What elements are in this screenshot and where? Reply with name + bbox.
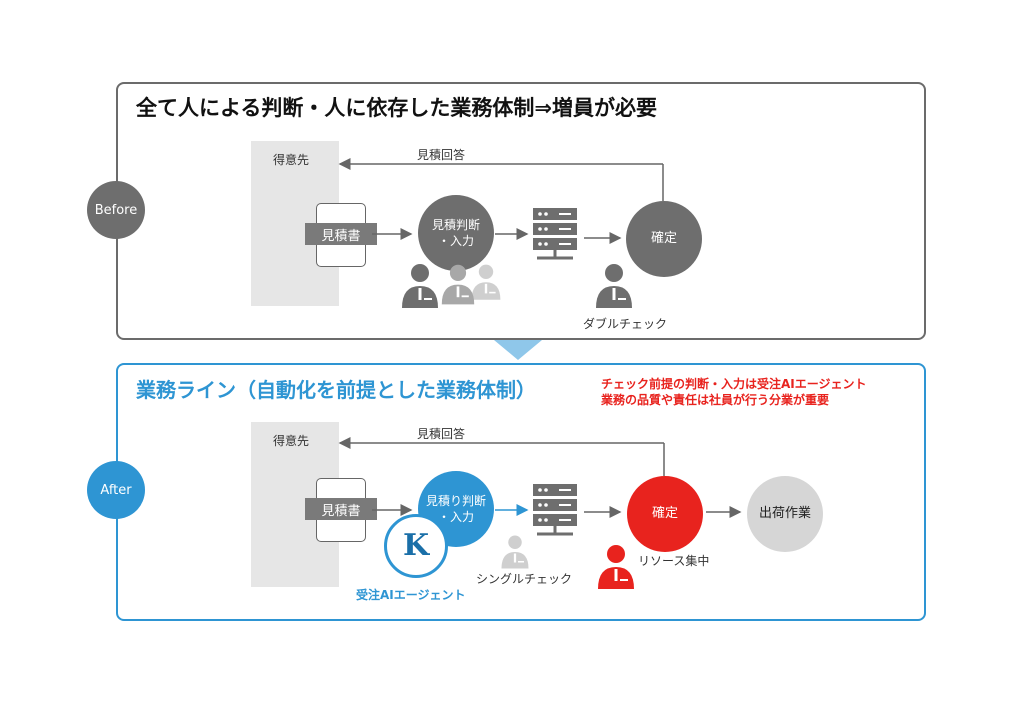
confirm-label-before: 確定 (650, 231, 677, 247)
before-title: 全て人による判断・人に依存した業務体制⇒増員が必要 (136, 96, 657, 120)
customer-label-after: 得意先 (273, 434, 310, 448)
confirm-circle-after: 確定 (627, 476, 703, 552)
after-note-line1: チェック前提の判断・入力は受注AIエージェント (601, 377, 867, 391)
reply-arrow-before (338, 158, 664, 201)
after-badge: After (87, 461, 145, 519)
process-line1-before: 見積判断 (431, 217, 480, 232)
server-icon-after (531, 482, 579, 536)
ai-agent-logo-letter: K (402, 527, 430, 563)
shipping-circle: 出荷作業 (747, 476, 823, 552)
person-icon-after-single (501, 535, 529, 569)
resource-focus-label: リソース集中 (638, 554, 710, 568)
quote-document-label-before: 見積書 (305, 223, 377, 245)
quote-document-before: 見積書 (305, 203, 377, 267)
reply-arrow-after (338, 437, 665, 476)
quote-reply-label-before: 見積回答 (417, 148, 466, 162)
ai-agent-label: 受注AIエージェント (356, 588, 466, 602)
after-title: 業務ライン（自動化を前提とした業務体制） (136, 378, 536, 402)
confirm-circle-before: 確定 (626, 201, 702, 277)
single-check-label: シングルチェック (476, 572, 573, 586)
confirm-label-after: 確定 (651, 506, 678, 522)
person-icon-before-3 (471, 264, 501, 300)
before-badge: Before (87, 181, 145, 239)
process-line2-after: ・入力 (437, 510, 474, 524)
server-icon-before (531, 206, 579, 260)
process-line1-after: 見積り判断 (425, 493, 486, 508)
after-note-line2: 業務の品質や責任は社員が行う分業が重要 (601, 393, 830, 407)
ai-agent-logo: K (384, 514, 448, 578)
person-icon-before-2 (441, 264, 475, 305)
quote-document-after: 見積書 (305, 478, 377, 542)
quote-document-label-after: 見積書 (305, 498, 377, 520)
process-line2-before: ・入力 (437, 234, 474, 248)
process-circle-after: 見積り判断 ・入力 (418, 471, 494, 547)
person-icon-before-1 (402, 264, 438, 308)
shipping-label: 出荷作業 (758, 506, 811, 522)
customer-label-before: 得意先 (273, 153, 310, 167)
person-icon-before-check (596, 264, 632, 308)
process-circle-before: 見積判断 ・入力 (418, 195, 494, 271)
double-check-label: ダブルチェック (583, 317, 668, 331)
quote-reply-label-after: 見積回答 (417, 427, 466, 441)
person-icon-after-resource (598, 545, 634, 589)
transition-arrow (494, 340, 542, 360)
